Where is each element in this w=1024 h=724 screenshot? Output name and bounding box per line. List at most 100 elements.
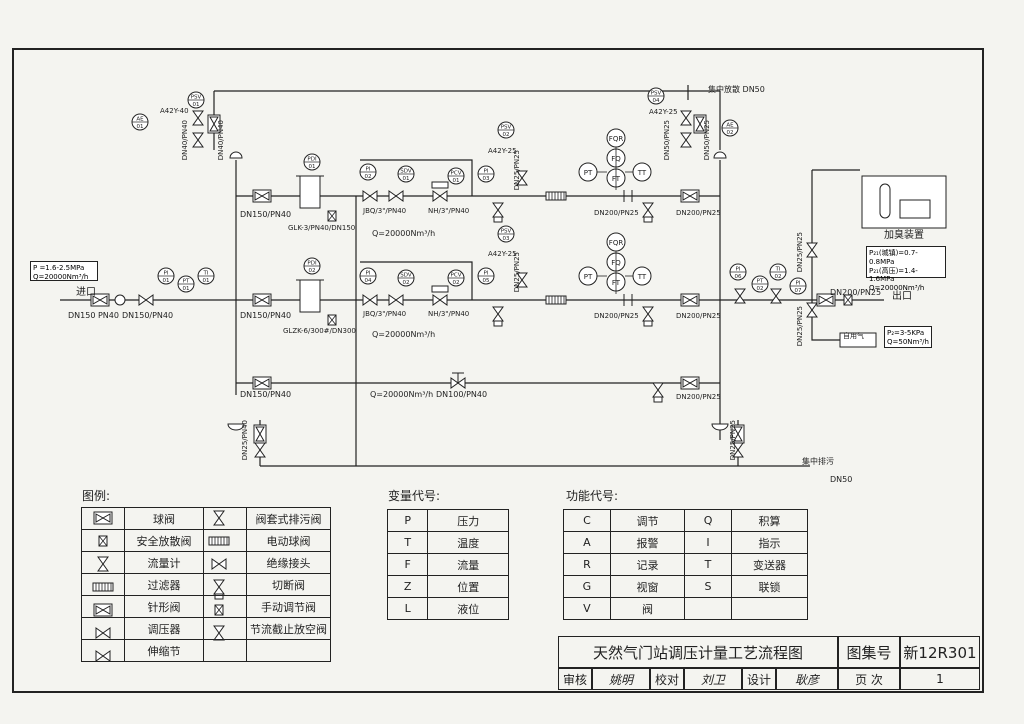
meter-tag: FQR [609,135,624,143]
function-cell: I [684,531,732,554]
line1-outlet-ball-valve [680,189,700,203]
variable-cell: 温度 [427,531,509,554]
line2-shutoff-valve [362,294,378,306]
legend-row: 伸缩节 [81,639,332,662]
odorant-tank [879,183,891,219]
self-use-valve [806,302,818,318]
line2-drain-valve-2 [642,306,654,327]
vertical-dn-1: DN40/PN40 [181,120,189,161]
inlet-label: 进口 [76,287,96,298]
meter-tag: TT [637,169,647,177]
variable-cell: 流量 [427,553,509,576]
instrument-tag: PSV [501,229,512,235]
line1-drain-valve-2 [642,202,654,223]
odorizer-label: 加臭装置 [884,230,924,241]
drawing-frame [12,48,984,693]
vertical-dn-2: DN40/PN40 [217,120,225,161]
legend-symbol-cell [81,639,125,662]
line1-slam-valve [388,190,404,202]
instrument-tag: PI [366,167,371,173]
legend-title: 图例: [82,489,111,503]
top-vent-label: 集中放散 DN50 [708,85,765,94]
legend-text-cell: 流量计 [123,551,205,574]
outlet-label: 出口 [892,291,912,302]
line2-nh: NH/3"/PN40 [428,310,470,318]
legend-row: 流量计绝缘接头 [81,551,332,574]
vertical-dn-7: DN25/PN25 [513,150,521,191]
instrument-loop: 02 [727,130,734,136]
safety-valve-label-2: A42Y-25 [488,147,517,155]
inlet-motor-valve [114,294,126,306]
outlet-dn: DN200/PN25 [830,288,882,297]
legend-text-cell: 伸缩节 [123,639,205,662]
line2-flow: Q=20000Nm³/h [372,330,436,339]
variable-cell: 液位 [427,597,509,620]
vertical-dn-6: DN25/PN25 [729,420,737,461]
instrument-tag: PDI [307,261,317,267]
line1-sense [360,159,473,196]
instrument-tag: PI [164,271,169,277]
vertical-dn-3: DN50/PN25 [663,120,671,161]
variable-cell: 压力 [427,509,509,532]
instrument-tag: PI [736,267,741,273]
inlet-pressure-box: P =1.6-2.5MPa Q=20000Nm³/h [30,261,98,281]
vertical-dn-10: DN25/PN25 [796,306,804,347]
instrument-tag: PDI [307,157,317,163]
function-cell: T [684,553,732,576]
meter-tag: PT [584,169,593,177]
legend-table: 球阀阀套式排污阀安全放散阀电动球阀流量计绝缘接头过滤器切断阀针形阀手动调节阀调压… [81,507,332,662]
meter-bubble: PT [578,162,598,182]
legend-symbol-cell [203,617,247,640]
drain-cap-left [227,423,245,431]
instrument-tag: SDV [400,273,412,279]
meter-bubble: PT [578,266,598,286]
instrument-loop: 05 [483,278,490,284]
instrument-tag: SDV [400,169,412,175]
meter-tag: TT [637,273,647,281]
meter-bubble: TT [632,266,652,286]
instrument-tag: PT [183,279,190,285]
inlet-shutoff-valve [138,294,154,306]
line1-inlet-ball-valve [252,189,272,203]
function-cell: 联锁 [730,575,809,598]
inlet-dn-1: DN150 PN40 [68,311,119,320]
line1-dn-in: DN150/PN40 [240,210,292,219]
safety-valve-1 [192,110,204,126]
line2-expansion-joint [545,295,567,305]
meter-bubble: TT [632,162,652,182]
self-use-flow: Q=50Nm³/h [887,337,929,346]
function-cell: R [563,553,611,576]
instrument-loop: 03 [483,176,490,182]
instrument-loop: 01 [203,278,210,284]
legend-symbol-cell [81,595,125,618]
instrument-tag: AE [136,117,144,123]
function-cell: 报警 [609,531,686,554]
self-use-gas-box-outline [839,332,877,348]
function-cell: 视窗 [609,575,686,598]
instrument-loop: 04 [653,98,660,104]
line1-shutoff-valve [362,190,378,202]
bypass-inlet-ball-valve [252,376,272,390]
self-use-pressure: P₂=3-5KPa [887,329,925,337]
atlas-label: 图集号 [838,636,900,668]
instrument-loop: 01 [183,286,190,292]
meter-bubble: FQR [606,232,626,252]
check-signature: 刘卫 [684,668,742,690]
legend-text-cell: 切断阀 [245,573,332,596]
line2-regulator [432,294,448,306]
legend-text-cell: 阀套式排污阀 [245,507,332,530]
